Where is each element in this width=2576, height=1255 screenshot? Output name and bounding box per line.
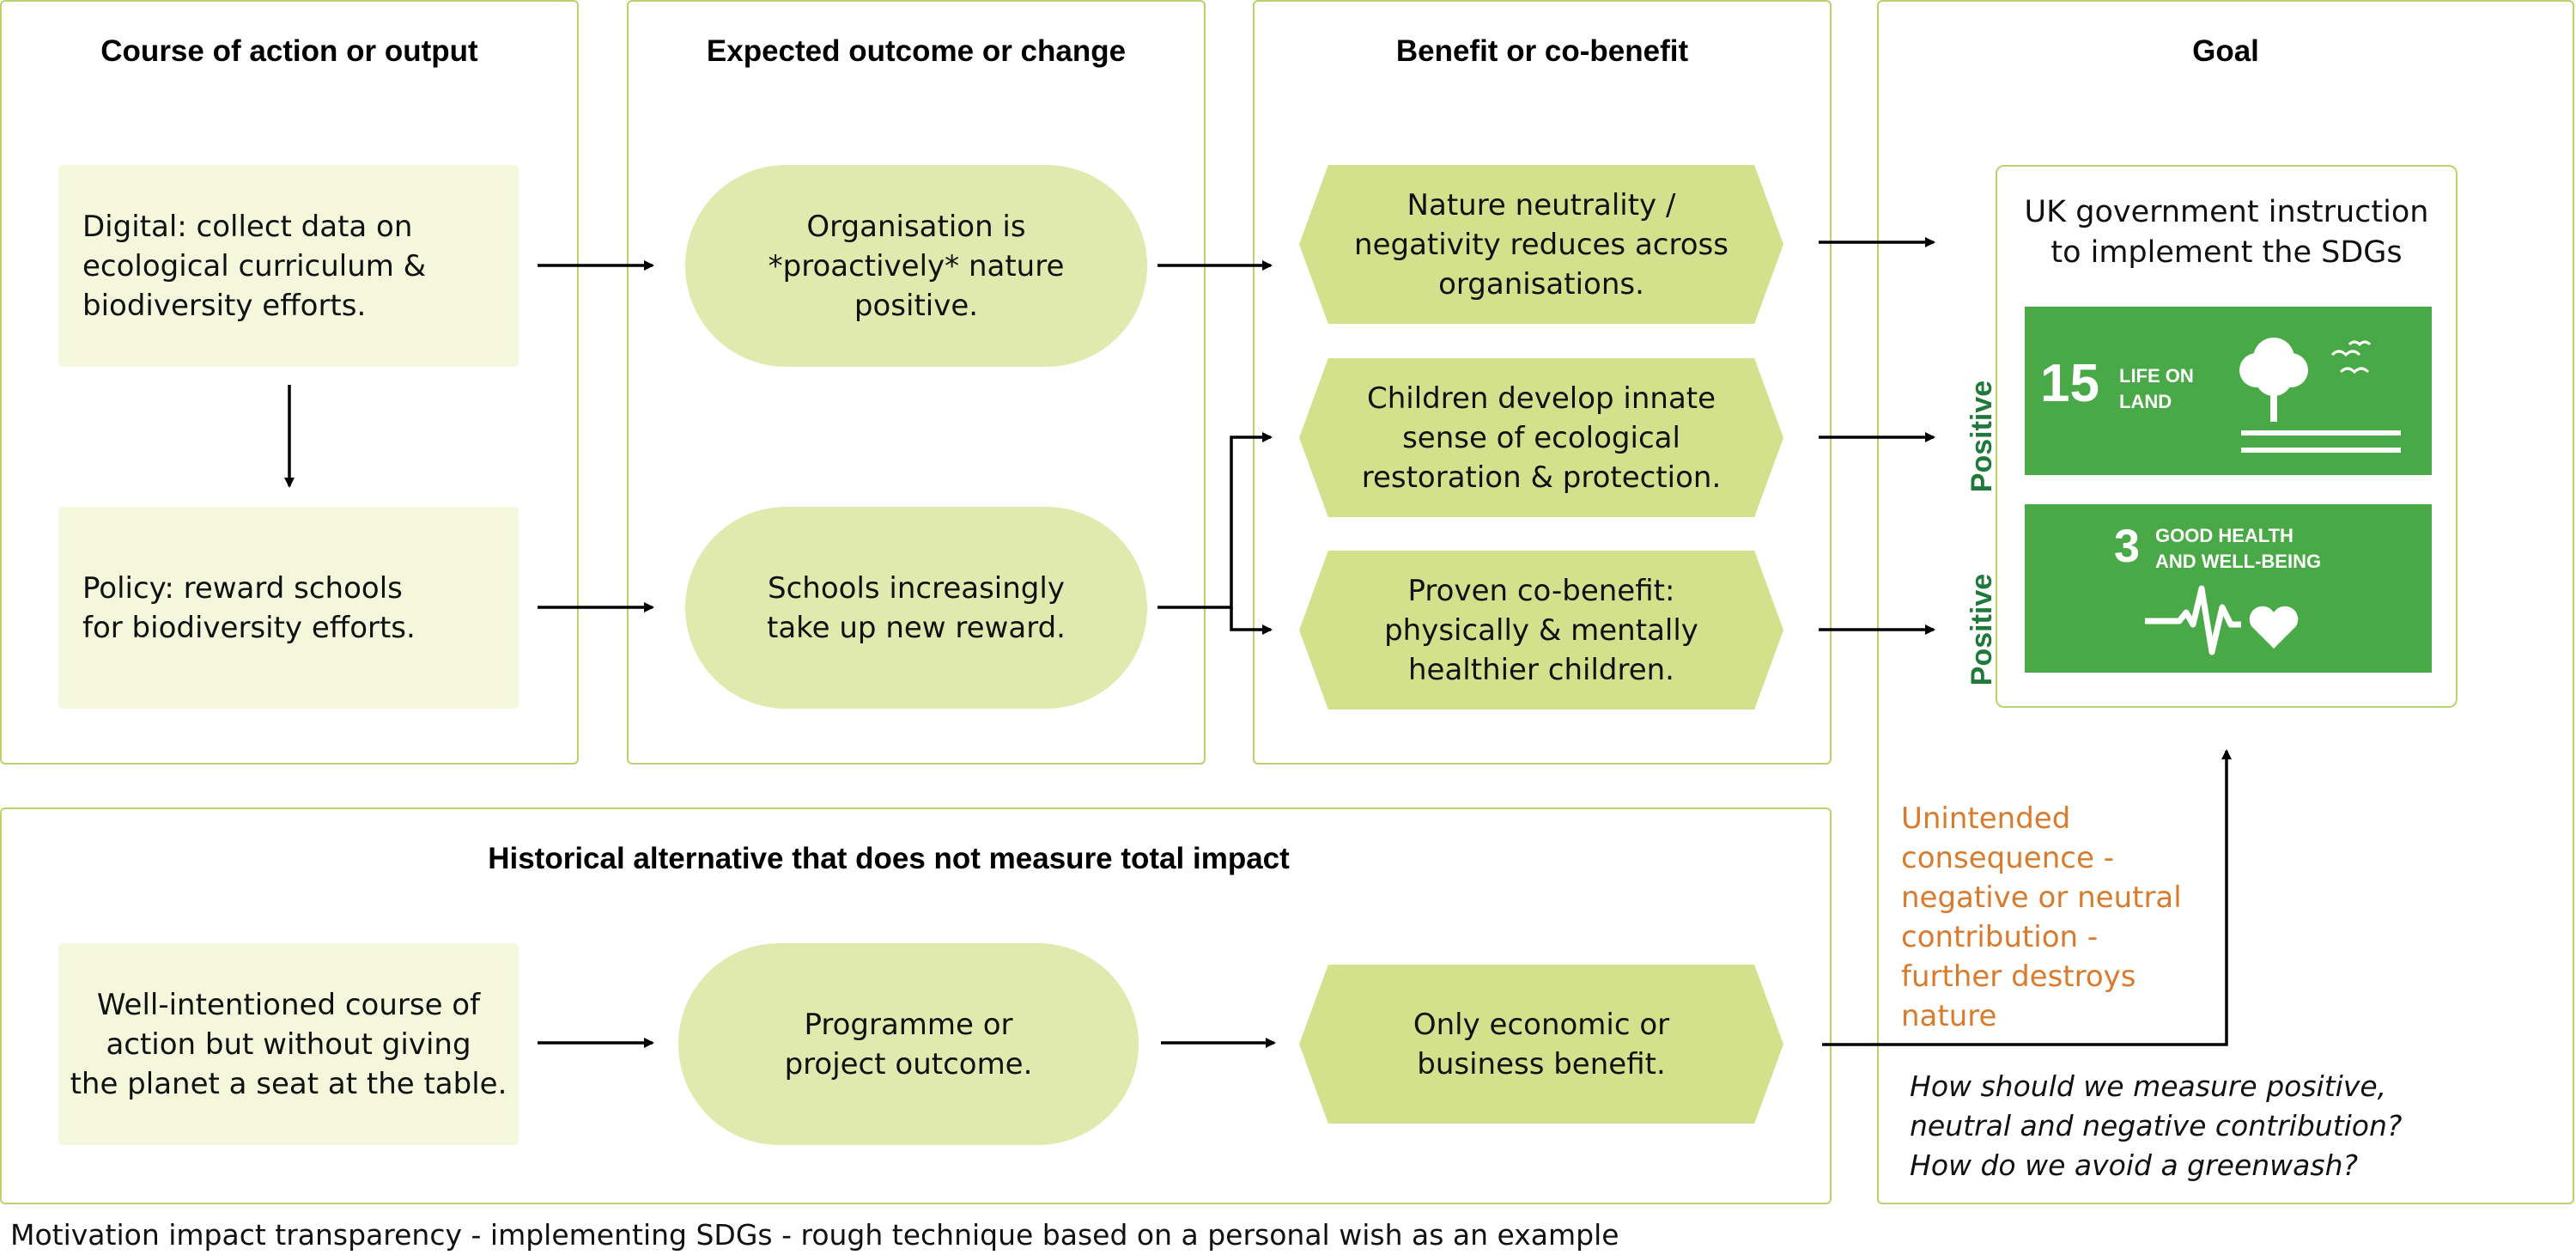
panel-goal (1877, 0, 2574, 1204)
neutrality-node: Nature neutrality / negativity reduces a… (1299, 165, 1783, 324)
historical-benefit-node: Only economic or business benefit. (1299, 965, 1783, 1124)
policy-node: Policy: reward schools for biodiversity … (58, 507, 519, 709)
sdg15-label: LIFE ON LAND (2119, 365, 2194, 412)
arrow-schools-to-cobenefit (1230, 607, 1273, 635)
neutrality-node-text: Nature neutrality / negativity reduces a… (1354, 187, 1728, 302)
schools-node: Schools increasingly take up new reward. (685, 507, 1147, 709)
cobenefit-node-text: Proven co-benefit: physically & mentally… (1384, 573, 1698, 687)
sdg3-tile: 3 GOOD HEALTH AND WELL-BEING (2025, 504, 2432, 673)
column-title-outcome: Expected outcome or change (706, 34, 1127, 68)
historical-outcome-node: Programme or project outcome. (678, 943, 1139, 1145)
goal-instruction: UK government instruction to implement t… (2024, 195, 2429, 270)
sdg3-label: GOOD HEALTH AND WELL-BEING (2155, 525, 2322, 572)
heartbeat-icon (2145, 585, 2299, 655)
sdg15-number: 15 (2040, 354, 2099, 413)
column-title-benefit: Benefit or co-benefit (1395, 34, 1689, 68)
sdg15-tile: 15 LIFE ON LAND (2025, 307, 2432, 475)
sdg3-number: 3 (2114, 521, 2141, 572)
digital-node-text: Digital: collect data on ecological curr… (82, 209, 427, 323)
historical-course-node: Well-intentioned course of action but wi… (58, 943, 519, 1145)
cobenefit-node: Proven co-benefit: physically & mentally… (1299, 551, 1783, 710)
column-title-goal: Goal (2192, 34, 2259, 68)
schools-node-text: Schools increasingly take up new reward. (767, 570, 1066, 645)
sdg-goal-box: UK government instruction to implement t… (1996, 165, 2458, 708)
historical-benefit-text: Only economic or business benefit. (1413, 1007, 1670, 1081)
measurement-questions: How should we measure positive, neutral … (1910, 1069, 2403, 1182)
arrow-schools-to-children (1157, 432, 1273, 609)
proactive-node: Organisation is *proactively* nature pos… (685, 165, 1147, 367)
tree-icon (2239, 338, 2401, 453)
panel-benefit (1253, 0, 1832, 765)
proactive-node-text: Organisation is *proactively* nature pos… (768, 209, 1065, 323)
column-title-course: Course of action or output (100, 34, 478, 68)
children-node-text: Children develop innate sense of ecologi… (1361, 381, 1722, 495)
policy-node-text: Policy: reward schools for biodiversity … (82, 570, 416, 645)
arrow-historical-benefit-to-goal (1822, 749, 2232, 1046)
children-node: Children develop innate sense of ecologi… (1299, 358, 1783, 517)
digital-node: Digital: collect data on ecological curr… (58, 165, 519, 367)
historical-course-text: Well-intentioned course of action but wi… (70, 987, 507, 1101)
historical-outcome-text: Programme or project outcome. (784, 1007, 1033, 1081)
unintended-consequence-text: Unintended consequence - negative or neu… (1901, 801, 2182, 1033)
panel-historical (0, 807, 1832, 1204)
panel-course (0, 0, 579, 765)
historical-title: Historical alternative that does not mea… (488, 842, 1290, 875)
panel-outcome (627, 0, 1206, 765)
figure-caption: Motivation impact transparency - impleme… (10, 1218, 1619, 1252)
